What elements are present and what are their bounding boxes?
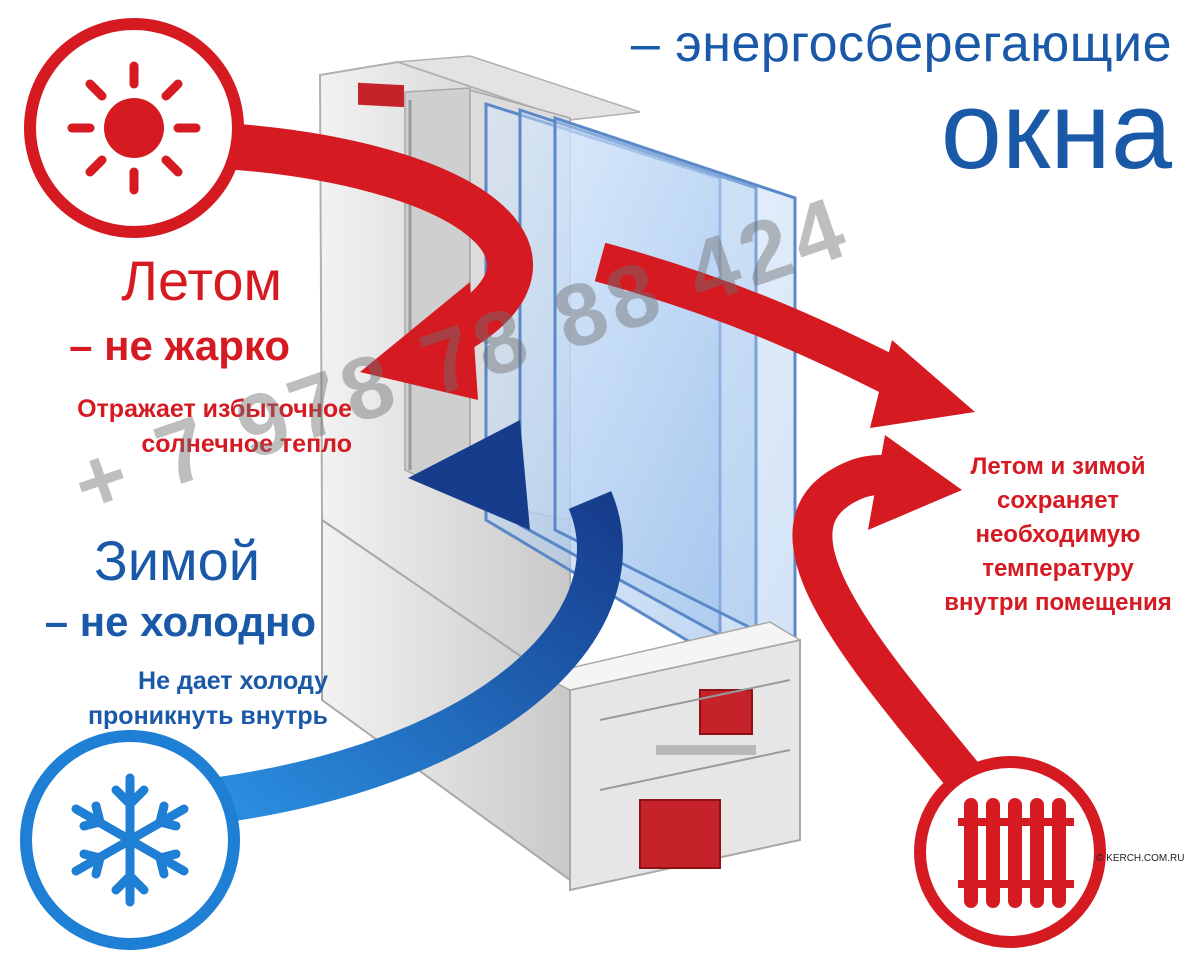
snowflake-icon — [20, 730, 240, 950]
year-round-description: Летом и зимой сохраняет необходимую темп… — [944, 453, 1172, 617]
site-credit: © KERCH.COM.RU — [1096, 853, 1185, 864]
title-line2: окна — [940, 69, 1172, 192]
winter-heading: Зимой — [93, 529, 260, 592]
heat-through-arrow — [594, 242, 975, 428]
title-line1: – энергосберегающие — [630, 15, 1172, 73]
winter-cold-arrow — [216, 420, 623, 823]
summer-heading: Летом — [121, 249, 282, 312]
summer-subheading: – не жарко — [69, 322, 290, 369]
sun-icon — [24, 18, 244, 238]
summer-reflect-arrow — [208, 122, 533, 400]
winter-subheading: – не холодно — [44, 598, 316, 645]
winter-description: Не дает холоду проникнуть внутрь — [87, 667, 328, 730]
radiator-icon — [914, 756, 1106, 948]
summer-description: Отражает избыточное солнечное тепло — [77, 395, 352, 458]
heat-retain-arrow — [792, 435, 991, 803]
